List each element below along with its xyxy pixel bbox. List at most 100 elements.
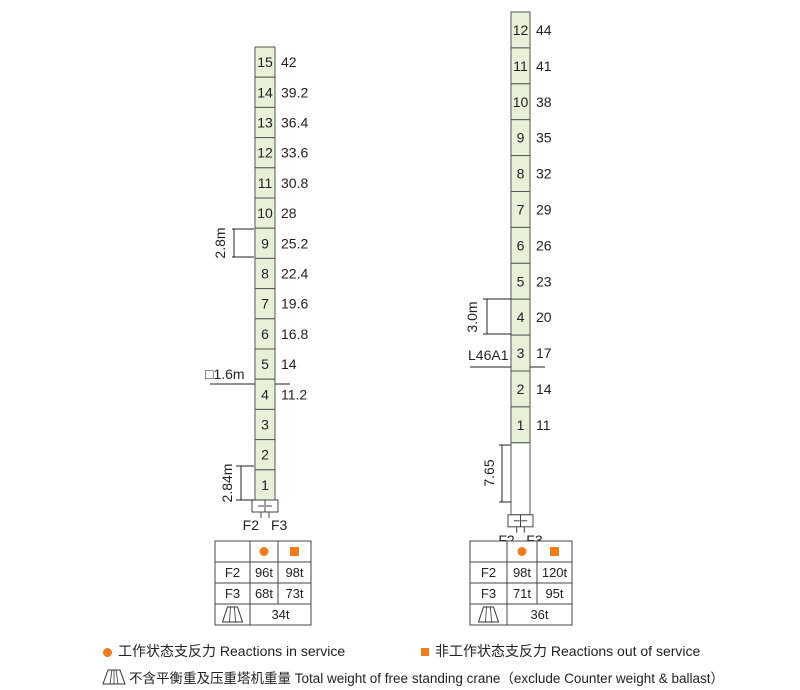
left-section-number: 14 [257, 84, 273, 100]
right-weight-value: 36t [530, 607, 548, 622]
left-section-10: 10 28 [254, 197, 297, 229]
legend-in-service-label: 工作状态支反力 Reactions in service [118, 643, 346, 659]
left-section-height: 25.2 [281, 235, 308, 251]
left-section-height: 39.2 [281, 84, 308, 100]
legend-in-service: 工作状态支反力 Reactions in service [103, 641, 345, 661]
left-section-number: 13 [257, 115, 273, 131]
right-in-service-icon [517, 547, 527, 556]
left-f3-label: F3 [271, 517, 288, 533]
table-row: F2 98t 120t [481, 565, 568, 580]
right-section-height: 20 [536, 309, 552, 325]
right-dimension-section: 3.0m [464, 298, 511, 335]
svg-text:120t: 120t [542, 565, 568, 580]
right-section-height: 17 [536, 345, 552, 361]
right-section-8: 8 32 [510, 155, 552, 193]
right-section-number: 10 [513, 94, 529, 110]
left-mast-size-marker: □1.6m [205, 366, 290, 385]
svg-text:96t: 96t [255, 565, 273, 580]
svg-text:98t: 98t [513, 565, 531, 580]
left-section-height: 42 [281, 54, 297, 70]
right-mast-type-marker: L46A1 [468, 347, 545, 368]
right-section-height: 32 [536, 166, 552, 182]
right-section-12: 12 44 [510, 11, 552, 49]
right-mast-type-label: L46A1 [468, 347, 509, 363]
left-section-number: 4 [261, 386, 269, 402]
crane-weight-icon [102, 669, 126, 685]
svg-text:F3: F3 [481, 586, 496, 601]
right-section-height-label: 3.0m [464, 301, 480, 332]
left-section-number: 6 [261, 326, 269, 342]
left-section-12: 12 33.6 [254, 137, 308, 169]
right-section-number: 7 [517, 201, 525, 217]
right-base-mast [510, 442, 531, 516]
right-section-number: 11 [513, 58, 528, 74]
left-section-number: 11 [258, 175, 273, 191]
left-section-number: 12 [257, 145, 273, 161]
svg-text:98t: 98t [285, 565, 303, 580]
left-section-height: 16.8 [281, 326, 308, 342]
right-section-7: 7 29 [510, 191, 552, 228]
left-mast-size-label: □1.6m [205, 366, 245, 382]
right-section-9: 9 35 [510, 119, 552, 157]
left-section-1: 1 [254, 469, 276, 501]
left-section-number: 1 [261, 477, 269, 493]
right-section-height: 23 [536, 273, 552, 289]
right-section-number: 2 [517, 381, 525, 397]
left-section-height-label: 2.8m [212, 227, 228, 258]
svg-text:73t: 73t [285, 586, 303, 601]
right-section-4: 4 20 [510, 298, 552, 336]
right-section-number: 12 [513, 22, 529, 38]
right-section-height: 29 [536, 201, 552, 217]
right-section-number: 4 [517, 309, 525, 325]
right-out-of-service-icon [550, 547, 559, 556]
left-section-number: 9 [261, 235, 269, 251]
left-section-number: 7 [261, 296, 269, 312]
left-section-height: 14 [281, 356, 297, 372]
right-section-height: 38 [536, 94, 552, 110]
svg-text:68t: 68t [255, 586, 273, 601]
svg-text:F2: F2 [481, 565, 496, 580]
right-section-height: 44 [536, 22, 552, 38]
left-section-height: 28 [281, 205, 297, 221]
crane-weight-icon [221, 606, 244, 623]
right-section-height: 35 [536, 130, 552, 146]
left-section-3: 3 [254, 408, 276, 441]
legend-out-of-service: 非工作状态支反力 Reactions out of service [421, 641, 700, 661]
left-section-height: 33.6 [281, 145, 308, 161]
circle-icon [103, 647, 112, 657]
left-section-height: 30.8 [281, 175, 308, 191]
left-dimension-section: 2.8m [212, 227, 254, 259]
right-section-number: 3 [517, 345, 525, 361]
right-section-height: 11 [536, 417, 551, 433]
left-in-service-icon [259, 547, 269, 556]
right-dimension-base: 7.65 [481, 444, 511, 503]
left-section-number: 15 [257, 54, 273, 70]
left-dimension-base: 2.84m [219, 464, 254, 502]
svg-text:F2: F2 [225, 565, 240, 580]
right-section-number: 1 [517, 417, 525, 433]
right-section-number: 9 [517, 130, 525, 146]
left-section-number: 3 [261, 417, 269, 433]
left-section-number: 10 [257, 205, 273, 221]
crane-weight-icon [477, 606, 500, 623]
left-out-of-service-icon [290, 547, 299, 556]
left-section-height: 22.4 [281, 266, 308, 282]
right-section-number: 8 [517, 166, 525, 182]
